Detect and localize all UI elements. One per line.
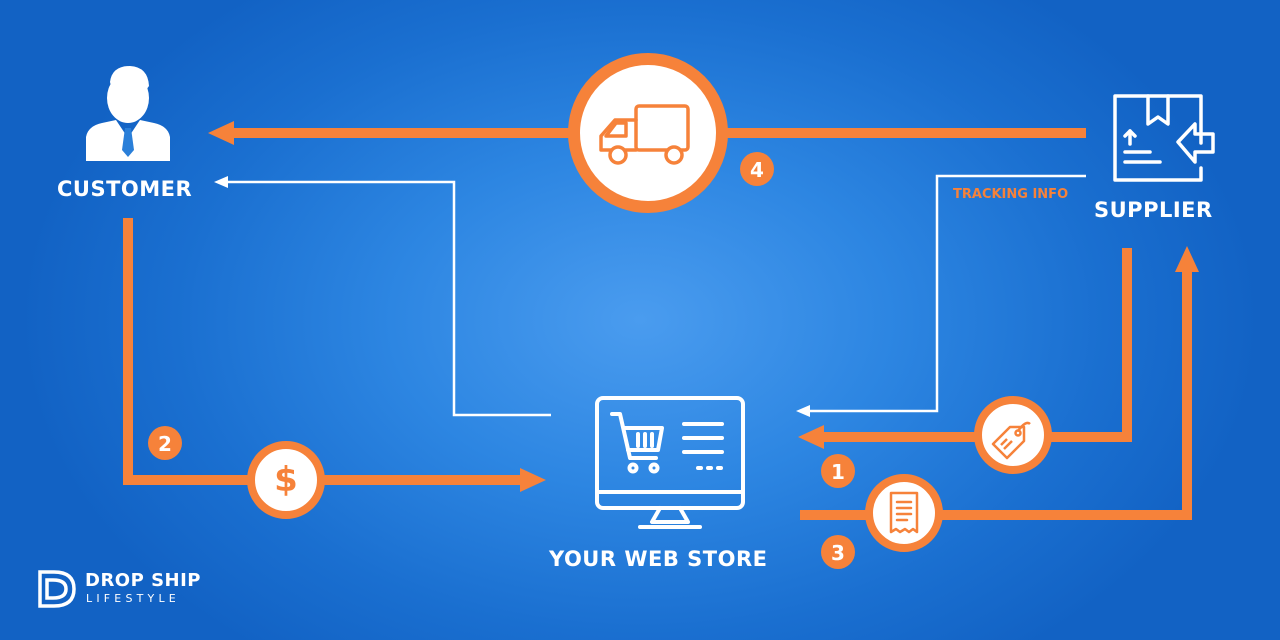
svg-text:$: $ (274, 460, 298, 500)
price-tag-icon (974, 396, 1052, 474)
store-to-customer-line (214, 176, 551, 417)
brand-name: DROP SHIP (85, 570, 201, 591)
package-return-icon (1113, 94, 1215, 182)
step-badge-1 (821, 454, 855, 488)
step-number-1: 1 (831, 460, 845, 484)
tracking-info-line (796, 174, 1086, 417)
dollar-icon: $ (247, 441, 325, 519)
tracking-info-label: TRACKING INFO (953, 187, 1069, 202)
supplier-label: SUPPLIER (1094, 198, 1213, 222)
step-badge-3 (821, 535, 855, 569)
brand-tagline: LIFESTYLE (86, 592, 180, 605)
step-number-4: 4 (750, 158, 764, 182)
step-number-2: 2 (158, 432, 172, 456)
payment-flow-line (123, 218, 546, 492)
step-number-3: 3 (831, 541, 845, 565)
order-flow-line (798, 248, 1132, 449)
step-badge-2 (148, 426, 182, 460)
monitor-cart-icon (595, 396, 745, 529)
person-icon (86, 66, 170, 161)
brand-logo-icon (38, 570, 76, 608)
invoice-flow-line (800, 246, 1199, 520)
customer-label: CUSTOMER (57, 177, 193, 201)
receipt-icon (865, 474, 943, 552)
store-label: YOUR WEB STORE (549, 547, 768, 571)
step-badge-4 (740, 152, 774, 186)
truck-icon (568, 53, 728, 213)
